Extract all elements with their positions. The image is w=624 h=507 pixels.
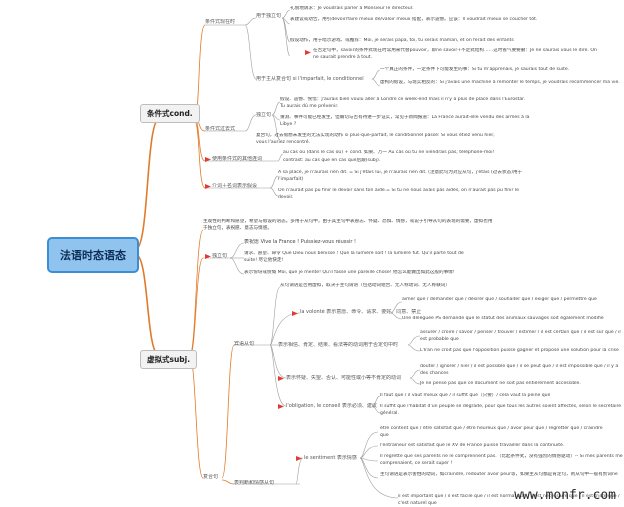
subj-doute-item-2: Je ne pense pas que ce document ne soit … <box>420 381 581 386</box>
subj-opinion-label[interactable]: 表示相信、肯定、结果、看法等的动词用于否定句中时 <box>278 342 399 348</box>
cond-other-item-1: au cas où (dans le cas où) + cond. 如果、万一… <box>283 150 495 155</box>
subj-compound-label[interactable]: 复合句 <box>203 474 219 480</box>
cond-intro-item-2: On n'aurait pas pu finir le devoir sans … <box>278 188 519 200</box>
subj-sentiment-item-2: l'entraîneur est satisfait que le XV de … <box>380 443 565 448</box>
flag-icon <box>292 311 298 316</box>
subj-compl-note: 从句谓语是否用虚拟，取决于主句谓语（包括动词组合、无人称动词、无人称联词） <box>280 283 450 288</box>
subj-volonte-item-1: aimer que / demander que / désirer que /… <box>402 297 597 302</box>
subj-sentiment-item-1: être content que / être satisfait que / … <box>380 426 603 438</box>
subj-obligation-label[interactable]: l'obligation, le conseil 表示必须、建议 <box>286 403 377 409</box>
flag-icon <box>205 254 211 259</box>
subj-sentiment-item-4: 主句谓语是表示害怕的动词，如craindre, redouter avoir p… <box>380 472 618 477</box>
cond-past-label[interactable]: 条件式过去式 <box>205 126 236 132</box>
link-subj-indep <box>189 257 204 357</box>
cond-pres-si-item-2: 虚构的假设，与现实相反的：Si j'avais une machine à re… <box>380 80 620 85</box>
link-compound-compl <box>221 344 235 479</box>
root-topic[interactable]: 法语时态语态 <box>47 237 139 273</box>
subj-obligation-item-1: Il faut que / il vaut mieux que / il suf… <box>380 393 551 398</box>
subj-indep-item-2: 请求、愿望、命令 Que Dieu nous bénisse ! Que la … <box>244 251 464 263</box>
watermark: www.monfr.com <box>514 488 616 503</box>
flag-icon <box>205 184 211 189</box>
topic-conditionnel[interactable]: 条件式cond. <box>140 104 200 123</box>
subj-jugement-item: il est important que / il est facile que… <box>398 494 620 506</box>
subj-opinion-item-2: L'Iran ne croit pas que l'opposition pui… <box>420 348 619 353</box>
cond-pres-item-3: 假设动作，用于暗示游戏、或推荐：Moi, je serais papa, toi… <box>290 38 514 43</box>
subj-indep-item-1: 表祝愿 Vive la France ! Puissiez-vous réuss… <box>244 239 357 245</box>
link-subj-compound <box>189 357 204 479</box>
cond-intro-item-1: A sa place, je n'aurais rien dit. = Si j… <box>278 170 523 182</box>
subj-sentiment-label[interactable]: le sentiment 表示情感 <box>304 455 357 461</box>
cond-intro-label[interactable]: 介词＋名词表示假设 <box>212 183 258 189</box>
link-subj-intro <box>189 229 204 355</box>
cond-pres-item-1: 礼貌地请求：Je voudrais parler à Monsieur le d… <box>290 6 414 11</box>
cond-pres-item-2: 表建议或劝告，用引devoir/faire mieux de/valoir mi… <box>290 17 538 22</box>
flag-icon <box>205 157 211 162</box>
subj-doute-label[interactable]: 表示怀疑、失望、否认、可能性或小等不肯定的动词 <box>286 375 402 381</box>
flag-icon <box>305 50 311 55</box>
link-cond-intro <box>194 121 206 189</box>
cond-pres-usage[interactable]: 用于独立句 <box>256 13 282 19</box>
subj-intro-text: 主观性的判断和愿望，希望与假设的语态。多用于从句中，由于其主句中表愿志、怀疑、恐… <box>203 219 493 231</box>
subj-indep-item-3: 表示惊讶或愤慨 Moi, que je mente! Qu'il fasse u… <box>244 270 455 275</box>
flag-icon <box>296 456 302 461</box>
cond-other-item-2: contrast: au cas que en cas que后跟(subj). <box>283 158 381 163</box>
subj-indep-label[interactable]: 独立句 <box>212 253 228 259</box>
link-root-cond <box>134 117 161 251</box>
subj-doute-item-1: douter / ignorer / nier / il est possibl… <box>420 364 619 376</box>
subj-volonte-item-2: Une déléguée PS demande que le statut de… <box>402 316 604 321</box>
cond-past-item-2: 猜测、事件可能已经发生，但确切与否有待进一步证实，常见于新闻报道：La Fran… <box>280 115 530 127</box>
cond-past-usage[interactable]: 独立句 <box>256 112 272 118</box>
subj-jugement-label[interactable]: 表判断和情感从句 <box>234 480 275 486</box>
subj-obligation-item-2: Il suffit que l'habitat d'un peuple se d… <box>380 404 622 416</box>
cond-pres-item-4: 在否定句中，savoir的条件式现在时常用来代替pouvoir，即ne savo… <box>313 48 597 60</box>
subj-volonte-label[interactable]: la volonté 表示意愿、命令、请求、要好、同意、禁止 <box>300 309 422 315</box>
link-cond-present <box>194 24 206 117</box>
cond-present-label[interactable]: 条件式现在时 <box>205 19 236 25</box>
cond-past-item-1: 假设、遗憾、惋惜：J'aurais bien voulu aller à Lon… <box>280 97 526 109</box>
topic-subjonctif[interactable]: 虚拟式subj. <box>140 350 198 369</box>
subj-opinion-item-1: assurer / croire / savoir / penser / tro… <box>420 330 621 342</box>
flag-icon <box>278 404 284 409</box>
cond-past-item-3: 复合句，过去假想未发生的无法实现的动作 si plus-que-parfait,… <box>256 133 495 145</box>
subj-compl-label[interactable]: 宾语从句 <box>234 341 255 347</box>
link-compound-jug <box>221 479 235 485</box>
cond-pres-si-item-1: 一个真正的条件，一定条件下可能发生的事：Si tu m'apprenais, j… <box>380 67 570 72</box>
cond-other-label[interactable]: 使用条件式的其他连词 <box>212 156 263 162</box>
cond-pres-si[interactable]: 用于主从复合句 si l'imparfait, le conditionnel <box>256 76 364 82</box>
flag-icon <box>278 376 284 381</box>
subj-sentiment-item-3: Il regrette que ses parents ne le compre… <box>380 454 623 466</box>
